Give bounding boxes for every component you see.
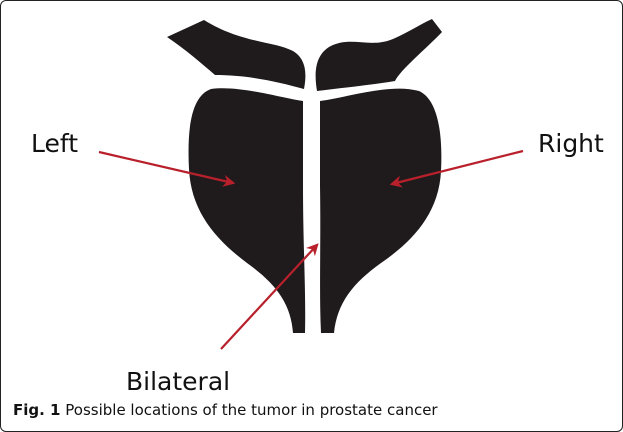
figure-caption: Fig. 1 Possible locations of the tumor i…	[13, 401, 438, 419]
caption-text: Possible locations of the tumor in prost…	[65, 401, 437, 419]
left-prostate-lobe	[189, 88, 306, 333]
caption-label: Fig. 1	[13, 401, 60, 419]
left-seminal-vesicle	[167, 20, 305, 89]
label-left: Left	[31, 129, 78, 158]
label-right: Right	[538, 129, 604, 158]
right-seminal-vesicle	[316, 19, 442, 91]
label-bilateral: Bilateral	[126, 367, 230, 396]
right-prostate-lobe	[320, 89, 441, 333]
